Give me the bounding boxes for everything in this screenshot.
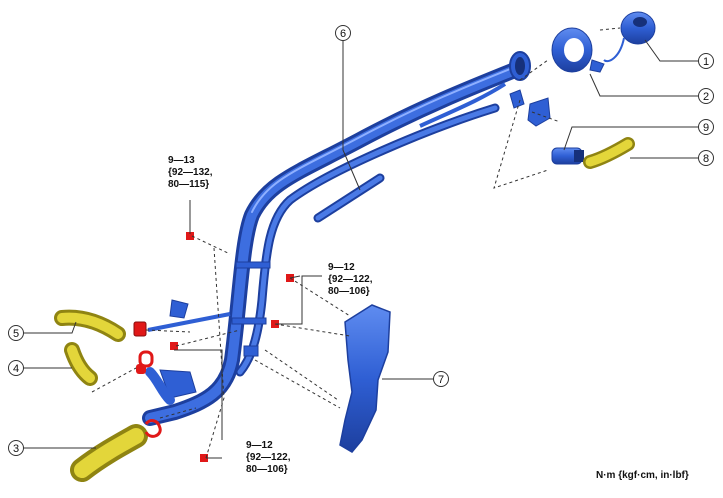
callout-8: 8	[698, 150, 714, 166]
units-label: N·m {kgf·cm, in·lbf}	[596, 470, 689, 481]
torque-spec-lower: 9—12 {92—122, 80—106}	[246, 440, 291, 475]
callout-4-text: 4	[13, 363, 19, 375]
torque-spec-upper: 9—13 {92—132, 80—115}	[168, 155, 213, 190]
callout-2: 2	[698, 88, 714, 104]
callout-5: 5	[8, 325, 24, 341]
hose-5	[54, 309, 126, 342]
pipe-segment	[313, 173, 385, 223]
filler-bracket	[527, 97, 551, 127]
callout-9: 9	[698, 119, 714, 135]
callout-5-text: 5	[13, 328, 19, 340]
callout-6: 6	[335, 25, 351, 41]
dashed-guides	[91, 27, 621, 459]
callout-7: 7	[433, 371, 449, 387]
callout-6-text: 6	[340, 28, 346, 40]
filler-pipe	[142, 51, 531, 426]
torque-spec-middle: 9—12 {92—122, 80—106}	[328, 262, 373, 297]
callout-2-text: 2	[703, 91, 709, 103]
callout-8-text: 8	[703, 153, 709, 165]
filler-ring	[551, 27, 605, 73]
callout-1: 1	[698, 53, 714, 69]
callout-7-text: 7	[438, 374, 444, 386]
fuel-filler-cap	[603, 11, 656, 63]
hose-8	[583, 137, 635, 169]
callout-4: 4	[8, 360, 24, 376]
callout-leaders	[23, 33, 698, 449]
torque-leaders	[174, 200, 322, 459]
callout-1-text: 1	[703, 56, 709, 68]
check-valve	[551, 147, 584, 165]
callout-3: 3	[8, 440, 24, 456]
callout-9-text: 9	[703, 122, 709, 134]
hose-3	[70, 424, 148, 482]
callout-3-text: 3	[13, 443, 19, 455]
heat-insulator	[339, 304, 391, 453]
hose-4	[64, 342, 98, 386]
